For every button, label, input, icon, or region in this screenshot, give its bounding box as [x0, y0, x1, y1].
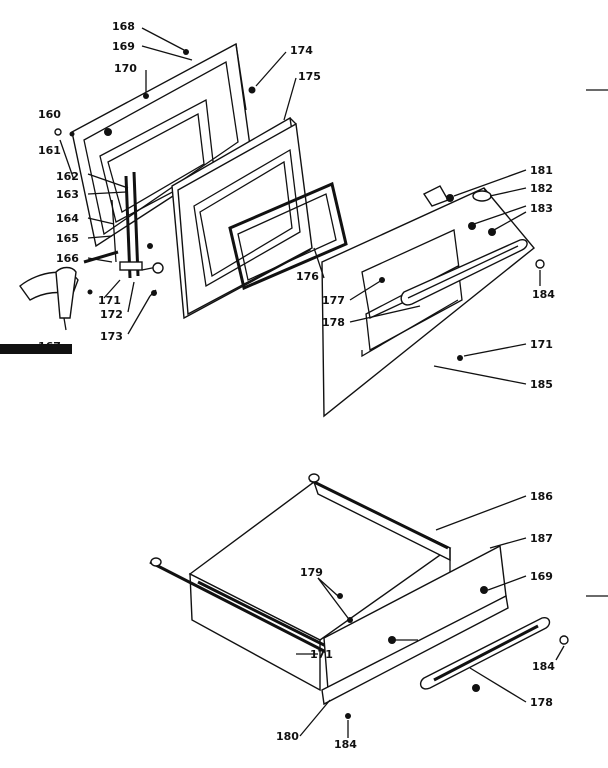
label-180: 180: [276, 730, 299, 743]
label-163: 163: [56, 188, 79, 201]
label-172: 172: [100, 308, 123, 321]
drawer-front: [321, 544, 509, 706]
label-162: 162: [56, 170, 79, 183]
part-labels: 168 169 170 174 175 160 161 162 163 164 …: [38, 20, 555, 751]
label-176: 176: [296, 270, 319, 283]
drawer-handle: [337, 593, 569, 719]
door-glass: [228, 181, 348, 291]
label-171-bottom: 171: [310, 648, 333, 661]
label-179: 179: [300, 566, 323, 579]
label-182: 182: [530, 182, 553, 195]
label-178-bottom: 178: [530, 696, 553, 709]
label-183: 183: [530, 202, 553, 215]
label-184-bottom: 184: [334, 738, 357, 751]
label-175: 175: [298, 70, 321, 83]
label-160: 160: [38, 108, 61, 121]
label-166: 166: [56, 252, 79, 265]
label-168: 168: [112, 20, 135, 33]
leader-lines: [59, 27, 565, 738]
storage-drawer: [149, 473, 452, 692]
label-169-top: 169: [112, 40, 135, 53]
label-185: 185: [530, 378, 553, 391]
label-169-bottom: 169: [530, 570, 553, 583]
label-184-right: 184: [532, 288, 555, 301]
label-187: 187: [530, 532, 553, 545]
label-174: 174: [290, 44, 313, 57]
small-fasteners: [54, 49, 256, 295]
label-184-drawer: 184: [532, 660, 555, 673]
door-inner-panel: [71, 42, 251, 248]
outer-door: [321, 187, 535, 418]
label-171-right: 171: [530, 338, 553, 351]
label-178-top: 178: [322, 316, 345, 329]
label-167: 167: [38, 340, 61, 353]
label-173: 173: [100, 330, 123, 343]
door-hinge-bracket: [19, 266, 79, 331]
label-181: 181: [530, 164, 553, 177]
label-171-left: 171: [98, 294, 121, 307]
label-186: 186: [530, 490, 553, 503]
label-165: 165: [56, 232, 79, 245]
label-164: 164: [56, 212, 79, 225]
door-liner: [171, 116, 313, 320]
cabinet-edge: [0, 344, 72, 354]
label-177: 177: [322, 294, 345, 307]
door-handle: [400, 238, 528, 306]
label-161: 161: [38, 144, 61, 157]
label-170: 170: [114, 62, 137, 75]
hinge-assembly: [83, 171, 164, 297]
